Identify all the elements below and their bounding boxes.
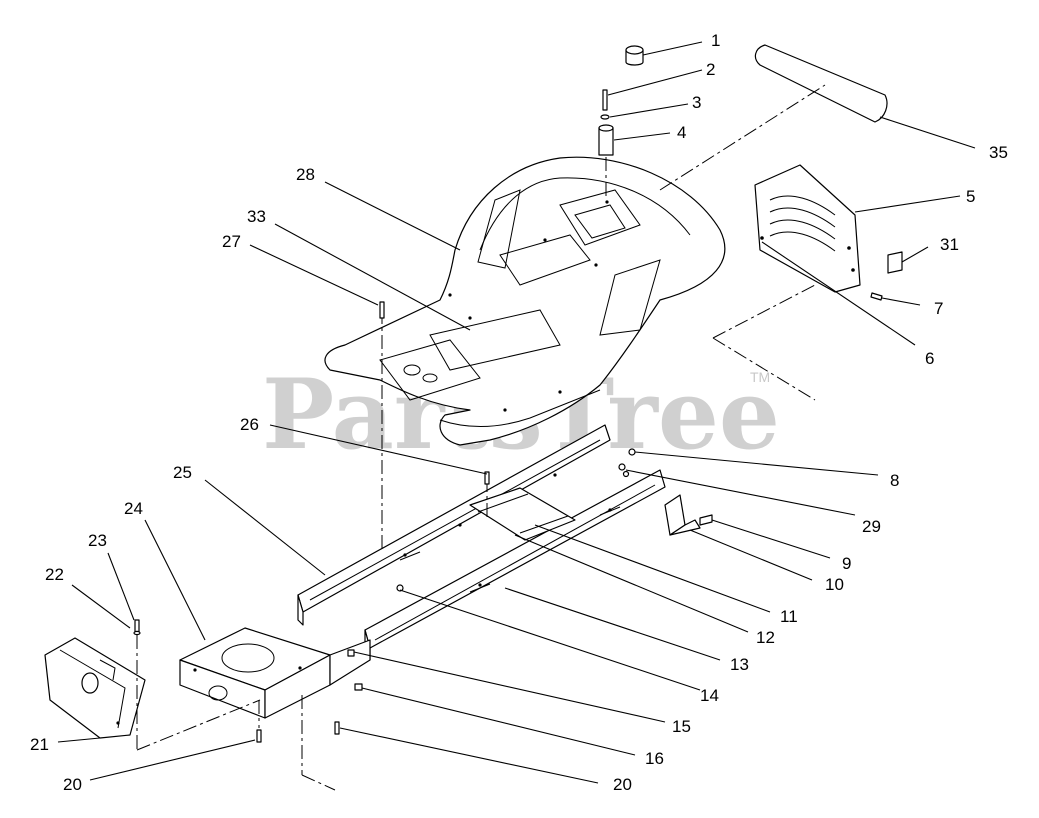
callout-11: 11 <box>780 607 798 626</box>
callout-26: 26 <box>240 415 259 434</box>
callout-4: 4 <box>677 123 686 142</box>
callout-8: 8 <box>890 471 899 490</box>
callout-29: 29 <box>862 517 881 536</box>
callout-16: 16 <box>645 749 664 768</box>
watermark-trademark: TM <box>750 369 770 385</box>
callout-9: 9 <box>842 554 851 573</box>
callout-5: 5 <box>966 187 975 206</box>
callout-10: 10 <box>825 575 844 594</box>
seat-body-part <box>324 156 726 446</box>
callout-12: 12 <box>756 628 775 647</box>
callout-22: 22 <box>45 565 64 584</box>
callout-20-left: 20 <box>63 775 82 794</box>
callout-23: 23 <box>88 531 107 550</box>
heat-shield-part <box>712 164 903 401</box>
callout-21: 21 <box>30 735 49 754</box>
callout-25: 25 <box>173 463 192 482</box>
callout-33: 33 <box>247 207 266 226</box>
left-bracket-part <box>44 637 146 739</box>
callout-6: 6 <box>925 349 934 368</box>
callout-28: 28 <box>296 165 315 184</box>
callout-2: 2 <box>706 60 715 79</box>
callout-7: 7 <box>934 299 943 318</box>
callout-14: 14 <box>700 686 719 705</box>
knob-assembly-part <box>598 45 644 198</box>
callout-24: 24 <box>124 499 143 518</box>
callout-1: 1 <box>711 31 720 50</box>
callout-35: 35 <box>989 143 1008 162</box>
callout-3: 3 <box>692 93 701 112</box>
callout-27: 27 <box>222 232 241 251</box>
callout-15: 15 <box>672 717 691 736</box>
callout-13: 13 <box>730 655 749 674</box>
rear-plate-part <box>179 627 371 719</box>
callout-20-right: 20 <box>613 775 632 794</box>
callout-labels: 1 2 3 4 28 33 27 35 5 31 7 6 26 8 29 25 … <box>30 31 1008 794</box>
bracket-part <box>664 494 713 536</box>
fasteners-part <box>133 301 636 791</box>
leader-lines <box>57 41 976 784</box>
callout-31: 31 <box>940 235 959 254</box>
seat-pad-part <box>659 44 888 191</box>
